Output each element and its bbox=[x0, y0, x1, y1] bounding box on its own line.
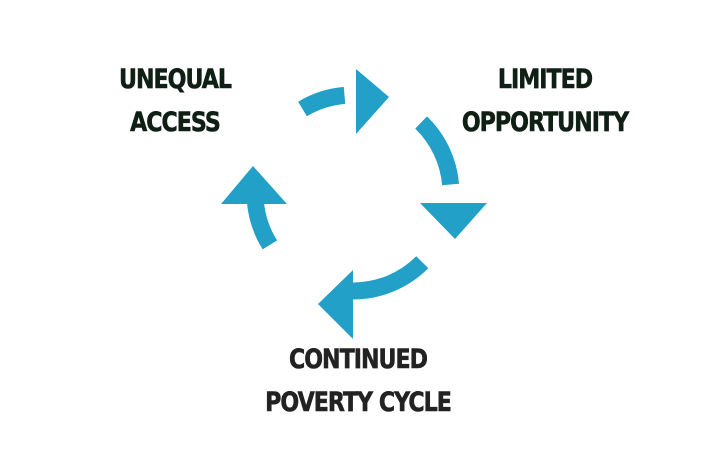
arc-unequal-to-limited bbox=[298, 86, 346, 117]
arc-limited-to-poverty bbox=[415, 116, 460, 186]
arc-poverty-to-unequal bbox=[352, 256, 429, 300]
label-poverty-cycle-line-1: CONTINUED bbox=[288, 344, 429, 375]
label-unequal-access: UNEQUAL ACCESS bbox=[105, 64, 244, 138]
arrowhead-top bbox=[356, 69, 389, 134]
arrowhead-right bbox=[420, 203, 487, 239]
arrowhead-left bbox=[221, 166, 287, 204]
label-poverty-cycle-line-2: POVERTY CYCLE bbox=[265, 387, 452, 418]
label-limited-opportunity-line-1: LIMITED bbox=[497, 64, 594, 95]
arrowhead-bottom bbox=[318, 270, 353, 339]
arc-return-segment bbox=[246, 198, 278, 250]
label-limited-opportunity-line-2: OPPORTUNITY bbox=[461, 107, 630, 138]
label-limited-opportunity: LIMITED OPPORTUNITY bbox=[459, 64, 631, 138]
label-unequal-access-line-2: ACCESS bbox=[130, 107, 221, 138]
label-poverty-cycle: CONTINUED POVERTY CYCLE bbox=[260, 344, 457, 418]
label-unequal-access-line-1: UNEQUAL bbox=[118, 64, 233, 95]
